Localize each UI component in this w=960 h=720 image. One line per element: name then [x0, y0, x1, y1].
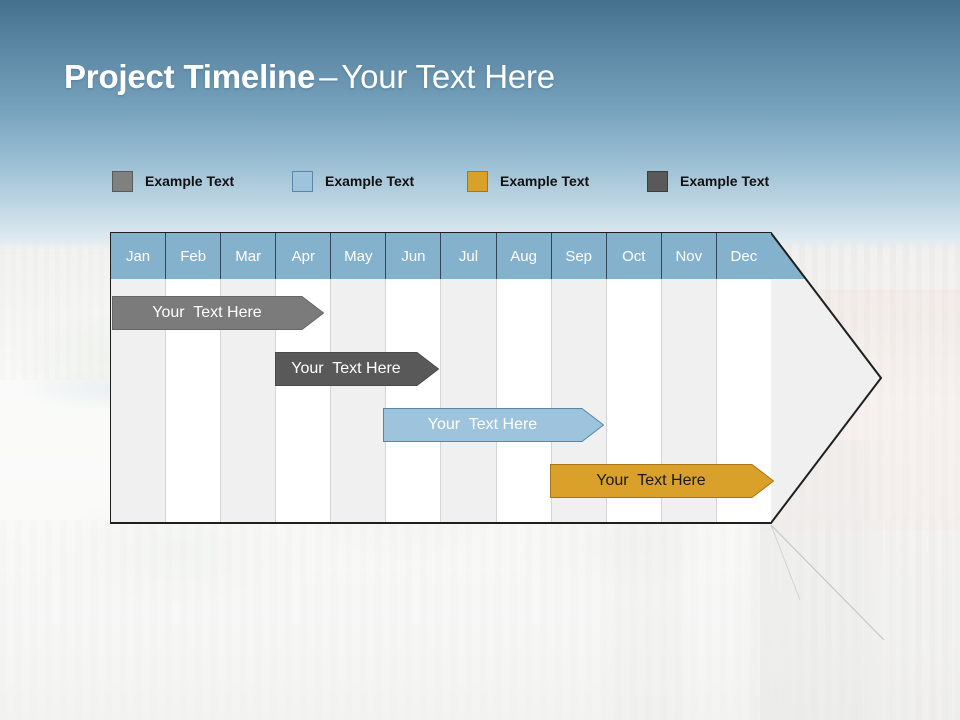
month-header-apr[interactable]: Apr: [276, 233, 332, 279]
task-bar-label: Your Text Here: [152, 304, 262, 321]
legend-item-label: Example Text: [680, 173, 770, 189]
legend-swatch-icon: [292, 170, 313, 192]
task-bar-arrow-shape: [275, 352, 439, 386]
page-title-dash: –: [319, 58, 338, 95]
task-bar-arrow-shape: [112, 296, 324, 330]
month-header-feb[interactable]: Feb: [166, 233, 222, 279]
arrow-tip-fill: [771, 233, 881, 523]
legend-item-0[interactable]: Example Text: [112, 170, 234, 192]
month-header-may[interactable]: May: [331, 233, 387, 279]
task-bar-arrow-shape: [383, 408, 604, 442]
month-header-oct[interactable]: Oct: [606, 233, 662, 279]
legend-swatch-icon: [647, 170, 668, 192]
page-title: Project Timeline–Your Text Here: [64, 58, 555, 96]
task-bar-2[interactable]: Your Text Here: [383, 408, 604, 442]
month-header-aug[interactable]: Aug: [496, 233, 552, 279]
task-bar-label: Your Text Here: [427, 416, 538, 433]
legend-item-2[interactable]: Example Text: [467, 170, 589, 192]
month-header-mar[interactable]: Mar: [221, 233, 277, 279]
month-column-aug: [496, 279, 552, 522]
legend-swatch-icon: [467, 170, 488, 192]
task-bar-3[interactable]: Your Text Here: [550, 464, 774, 498]
month-column-jun: [386, 279, 442, 522]
legend-item-label: Example Text: [145, 173, 235, 189]
legend-item-label: Example Text: [500, 173, 590, 189]
task-bar-arrow-shape: [550, 464, 774, 498]
month-column-jul: [441, 279, 497, 522]
month-header-jan[interactable]: Jan: [111, 233, 167, 279]
legend-item-label: Example Text: [325, 173, 415, 189]
legend-item-1[interactable]: Example Text: [292, 170, 414, 192]
page-title-strong: Project Timeline: [64, 58, 316, 95]
month-header-sep[interactable]: Sep: [551, 233, 607, 279]
month-header-jul[interactable]: Jul: [441, 233, 497, 279]
task-bar-label: Your Text Here: [291, 360, 401, 377]
task-bar-0[interactable]: Your Text Here: [112, 296, 324, 330]
legend-item-3[interactable]: Example Text: [647, 170, 769, 192]
month-header-jun[interactable]: Jun: [386, 233, 442, 279]
legend-swatch-icon: [112, 170, 133, 192]
task-bar-label: Your Text Here: [596, 472, 706, 489]
month-header-dec[interactable]: Dec: [716, 233, 771, 279]
task-bar-1[interactable]: Your Text Here: [275, 352, 439, 386]
background-sky-gradient: [0, 0, 960, 250]
month-column-may: [331, 279, 387, 522]
month-header-nov[interactable]: Nov: [661, 233, 717, 279]
page-title-light: Your Text Here: [341, 58, 555, 95]
